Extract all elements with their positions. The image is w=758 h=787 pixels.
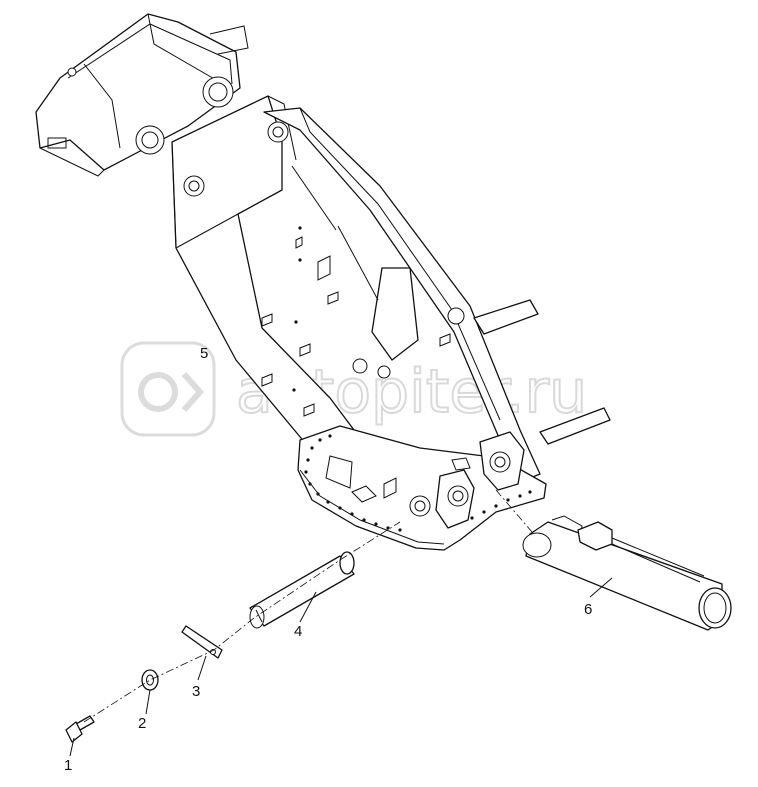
assembly-axis <box>83 521 401 723</box>
pin <box>249 551 355 629</box>
cylinder-axis <box>495 489 533 533</box>
watermark: autopiter.ru <box>120 341 588 437</box>
callout-2: 2 <box>138 715 146 732</box>
plate-slots <box>261 236 451 417</box>
callout-6: 6 <box>584 601 592 618</box>
callout-3: 3 <box>192 683 200 700</box>
callout-1: 1 <box>64 757 72 774</box>
bolt <box>65 715 95 757</box>
turntable-bolt-holes <box>292 226 532 532</box>
washer <box>141 669 159 715</box>
lock-plate <box>181 625 223 681</box>
hydraulic-cylinder <box>522 515 732 631</box>
watermark-logo <box>120 341 216 437</box>
callout-5: 5 <box>200 345 208 362</box>
callout-4: 4 <box>294 623 302 640</box>
boom-frame <box>35 13 611 551</box>
